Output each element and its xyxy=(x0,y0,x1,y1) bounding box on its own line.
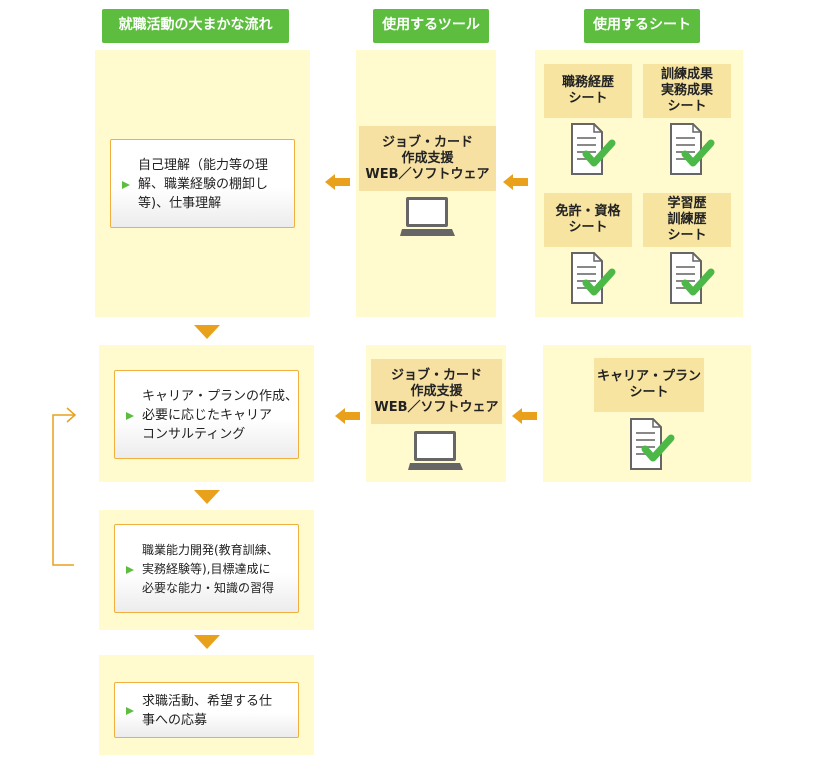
step-line: 求職活動、希望する仕 xyxy=(142,694,273,709)
left-arrow-icon xyxy=(503,174,528,190)
sheet-label-career-plan: キャリア・プラン シート xyxy=(594,358,704,412)
left-arrow-icon xyxy=(325,174,350,190)
header-flow: 就職活動の大まかな流れ xyxy=(102,9,289,43)
step-line: コンサルティング xyxy=(142,427,246,442)
sheet-label-licenses: 免許・資格 シート xyxy=(544,193,632,247)
step-line: 職業能力開発(教育訓練、 xyxy=(142,543,279,557)
checked-document-icon xyxy=(630,418,675,470)
bullet-triangle-icon xyxy=(126,707,134,715)
checked-document-icon xyxy=(571,123,616,175)
step-card-job-search: 求職活動、希望する仕 事への応募 xyxy=(114,682,299,738)
step-line: 事への応募 xyxy=(142,713,208,728)
bullet-triangle-icon xyxy=(126,412,134,420)
checked-document-icon xyxy=(571,252,616,304)
step-line: 解、職業経験の棚卸し xyxy=(138,177,269,192)
tool-label-jobcard-software: ジョブ・カード 作成支援 WEB／ソフトウェア xyxy=(359,126,496,191)
step-card-career-plan: キャリア・プランの作成、 必要に応じたキャリア コンサルティング xyxy=(114,370,299,459)
step-line: 自己理解（能力等の理 xyxy=(138,158,269,173)
down-arrow-icon xyxy=(194,325,220,339)
step-card-skill-development: 職業能力開発(教育訓練、 実務経験等),目標達成に 必要な能力・知識の習得 xyxy=(114,524,299,613)
down-arrow-icon xyxy=(194,635,220,649)
checked-document-icon xyxy=(670,252,715,304)
header-tool: 使用するツール xyxy=(373,9,489,43)
step-line: 等)、仕事理解 xyxy=(138,196,222,211)
sheet-label-learning-history: 学習歴 訓練歴 シート xyxy=(643,193,731,247)
left-arrow-icon xyxy=(512,408,537,424)
step-line: キャリア・プランの作成、 xyxy=(142,389,299,404)
bullet-triangle-icon xyxy=(122,181,130,189)
sheet-label-training-results: 訓練成果 実務成果 シート xyxy=(643,64,731,118)
left-arrow-icon xyxy=(335,408,360,424)
header-sheet: 使用するシート xyxy=(584,9,700,43)
step-line: 必要な能力・知識の習得 xyxy=(142,581,275,595)
loop-back-arrow-icon xyxy=(52,407,77,566)
step-line: 必要に応じたキャリア xyxy=(142,408,273,423)
step-line: 実務経験等),目標達成に xyxy=(142,562,271,576)
step-card-self-understanding: 自己理解（能力等の理 解、職業経験の棚卸し 等)、仕事理解 xyxy=(110,139,295,228)
bullet-triangle-icon xyxy=(126,566,134,574)
tool-label-jobcard-software: ジョブ・カード 作成支援 WEB／ソフトウェア xyxy=(371,359,502,424)
checked-document-icon xyxy=(670,123,715,175)
laptop-icon xyxy=(400,197,455,236)
down-arrow-icon xyxy=(194,490,220,504)
laptop-icon xyxy=(408,431,463,470)
sheet-label-work-history: 職務経歴 シート xyxy=(544,64,632,118)
